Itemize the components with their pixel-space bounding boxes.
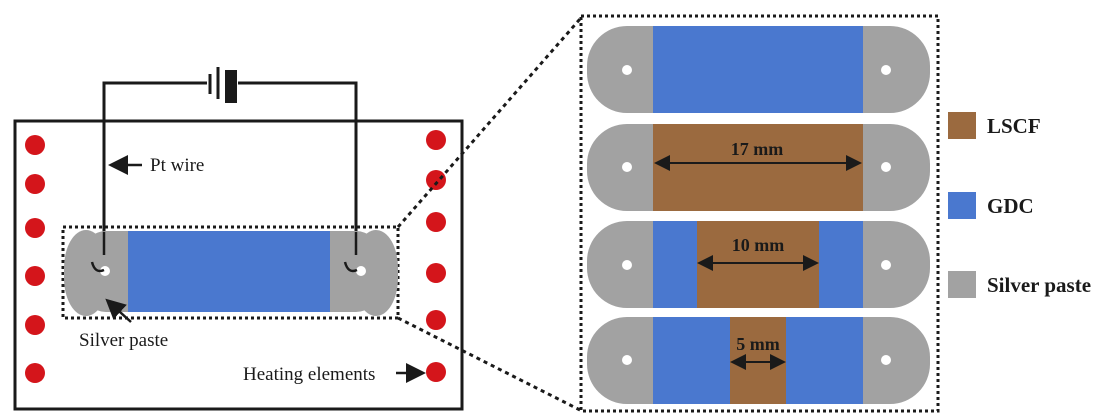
heating-elements-right — [426, 130, 446, 382]
sample-lscf-10mm: 10 mm — [587, 221, 930, 308]
legend-swatch-lscf — [948, 112, 976, 139]
legend-label-lscf: LSCF — [987, 114, 1041, 138]
sample-lscf-5mm: 5 mm — [587, 317, 930, 404]
heating-element — [426, 130, 446, 150]
lscf-segment — [653, 124, 863, 211]
furnace-setup: Pt wire Silver paste Heating elements — [13, 67, 464, 411]
silver-paste-arrow — [105, 298, 132, 323]
legend-swatch-gdc — [948, 192, 976, 219]
sample-lscf-17mm: 17 mm — [587, 124, 930, 211]
lscf-segment — [730, 317, 786, 404]
battery-icon — [208, 67, 237, 103]
legend-label-gdc: GDC — [987, 194, 1034, 218]
sample-gdc-full — [587, 26, 930, 113]
gdc-sample-body — [128, 231, 330, 312]
pt-wire-label: Pt wire — [150, 155, 204, 176]
zoom-line-top — [396, 18, 582, 228]
legend-label-silver-paste: Silver paste — [987, 273, 1091, 297]
dimension-label: 17 mm — [731, 139, 784, 159]
pt-wire-circuit — [102, 81, 358, 232]
sample-configurations-box — [579, 14, 940, 413]
heating-element — [426, 362, 446, 382]
heating-element — [426, 212, 446, 232]
silver-paste-label: Silver paste — [79, 330, 168, 351]
furnace-sample — [64, 230, 398, 316]
heating-element — [426, 170, 446, 190]
heating-elements-left — [25, 135, 45, 383]
heating-element — [426, 310, 446, 330]
zoom-line-bottom — [397, 316, 581, 412]
heating-element — [25, 266, 45, 286]
gdc-segment — [653, 26, 863, 113]
legend-swatch-silver-paste — [948, 271, 976, 298]
heating-element — [25, 363, 45, 383]
heating-element — [25, 218, 45, 238]
heating-element — [25, 135, 45, 155]
legend: LSCF GDC Silver paste — [948, 112, 1091, 298]
dimension-label: 10 mm — [732, 235, 785, 255]
dimension-label: 5 mm — [736, 334, 780, 354]
heating-elements-label: Heating elements — [243, 364, 375, 385]
heating-element — [25, 315, 45, 335]
furnace-box — [13, 119, 464, 411]
heating-element — [426, 263, 446, 283]
heating-element — [25, 174, 45, 194]
